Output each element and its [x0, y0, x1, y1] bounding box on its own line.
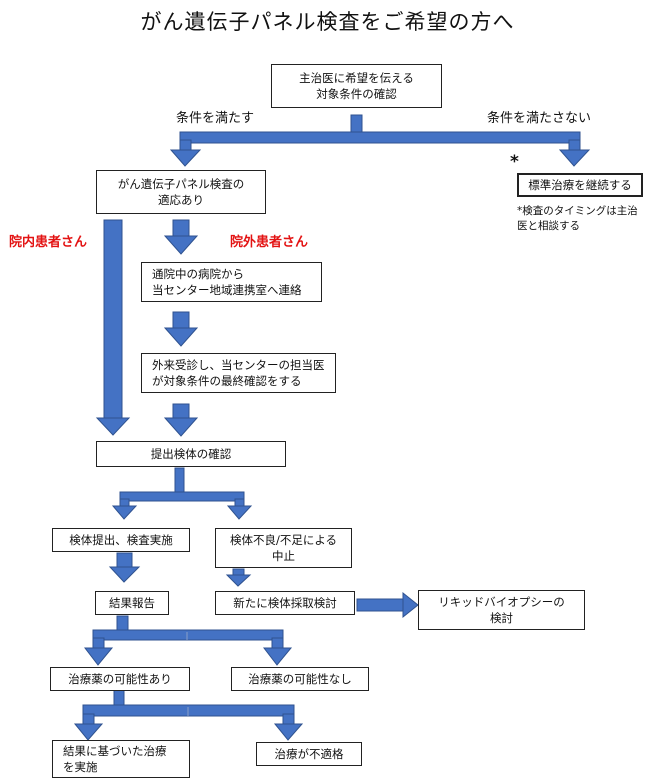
split-drug-stem [113, 688, 125, 707]
arrow-submit-head [108, 566, 141, 583]
arrow-to-standard [558, 149, 591, 167]
arrow-inpatient-shaft [103, 219, 123, 421]
box-result-report: 結果報告 [95, 591, 169, 615]
split-result-bar [92, 629, 284, 641]
arrow-to-drug-none [262, 647, 293, 666]
arrow-outpatient-shaft-1 [172, 219, 190, 239]
box-drug-none: 治療薬の可能性なし [231, 667, 369, 691]
arrow-to-submit [111, 505, 138, 520]
arrow-bad-head [225, 574, 252, 587]
connector-top-stem [350, 114, 363, 134]
arrow-to-drug-possible [83, 647, 114, 666]
arrow-outpatient-head-3 [163, 417, 199, 437]
box-contact-center: 通院中の病院から 当センター地域連携室へ連絡 [141, 262, 322, 302]
arrow-outpatient-head-1 [163, 235, 199, 255]
box-specimen-bad: 検体不良/不足による 中止 [215, 528, 352, 568]
box-liquid-biopsy: リキッドバイオプシーの 検討 [418, 590, 585, 630]
note-timing: *検査のタイミングは主治 医と相談する [517, 205, 638, 232]
box-standard-treatment: 標準治療を継続する [517, 173, 643, 197]
split-drug-bar [82, 704, 295, 717]
box-resample: 新たに検体採取検討 [215, 591, 355, 615]
page-title: がん遺伝子パネル検査をご希望の方へ [140, 10, 515, 34]
box-not-eligible: 治療が不適格 [256, 742, 362, 766]
box-treatment-based: 結果に基づいた治療 を実施 [52, 740, 190, 778]
box-drug-possible: 治療薬の可能性あり [50, 667, 190, 691]
arrow-to-indication [169, 149, 202, 167]
arrow-inpatient-head [95, 417, 131, 436]
connector-top-bar [179, 131, 581, 144]
arrow-to-specimen-bad [226, 505, 253, 520]
box-submit-test: 検体提出、検査実施 [52, 528, 190, 552]
box-final-check: 外来受診し、当センターの担当医 が対象条件の最終確認をする [141, 353, 336, 393]
split-specimen-bar [119, 491, 245, 502]
box-specimen-check: 提出検体の確認 [96, 441, 286, 467]
box-indication: がん遺伝子パネル検査の 適応あり [96, 170, 266, 214]
arrow-liquid-head [402, 591, 419, 619]
arrow-to-not-eligible [273, 723, 304, 741]
label-condition-not-met: 条件を満たさない [487, 111, 592, 126]
split-specimen-stem [174, 467, 185, 495]
box-request: 主治医に希望を伝える 対象条件の確認 [271, 64, 442, 108]
asterisk-mark: * [510, 152, 519, 172]
arrow-outpatient-shaft-2 [172, 311, 190, 331]
arrow-outpatient-head-2 [163, 327, 199, 347]
label-outpatient: 院外患者さん [230, 235, 309, 250]
label-inpatient: 院内患者さん [9, 235, 88, 250]
label-condition-met: 条件を満たす [176, 111, 255, 126]
arrow-liquid-shaft [356, 598, 406, 612]
arrow-to-treatment [73, 723, 104, 741]
